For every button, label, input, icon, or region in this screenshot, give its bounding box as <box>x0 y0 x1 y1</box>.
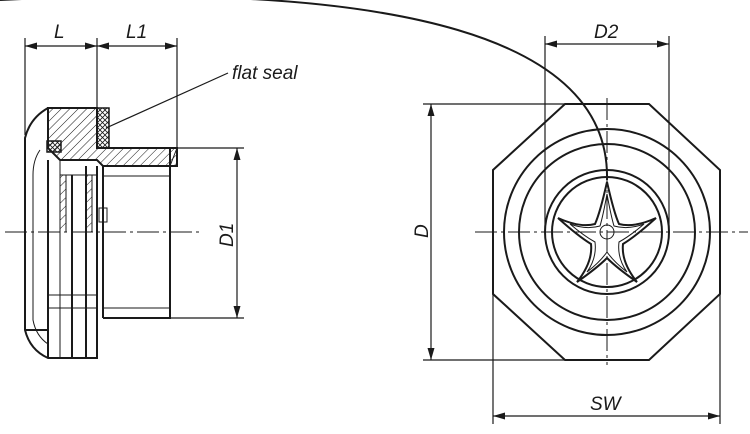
flat-seal-section <box>96 107 110 149</box>
dim-D-arrow-bottom <box>427 348 435 360</box>
dim-D-arrow-top <box>427 104 435 116</box>
dim-L-arrow-left <box>25 42 37 50</box>
dim-L1-arrow-right <box>165 42 177 50</box>
label-flat-seal: flat seal <box>232 63 298 84</box>
dim-SW-arrow-right <box>708 412 720 420</box>
label-L: L <box>54 22 65 43</box>
star-group <box>557 181 657 283</box>
flat-seal-leader <box>105 72 229 129</box>
label-D1: D1 <box>217 223 238 247</box>
dim-L1-arrow-left <box>97 42 109 50</box>
octagon-outline <box>492 103 721 361</box>
glass-hatch-2 <box>86 175 92 232</box>
dim-L-arrow-right <box>85 42 97 50</box>
dim-D2-arrow-left <box>545 40 557 48</box>
star-arm-inner <box>569 193 645 273</box>
o-ring-section <box>46 140 62 153</box>
side-view: L L1 flat seal D1 <box>5 22 298 359</box>
glass-hatch <box>60 175 66 232</box>
label-L1: L1 <box>126 22 147 43</box>
star-baffle <box>0 0 609 181</box>
dim-D1-arrow-bottom <box>233 306 241 318</box>
body-section-hatched <box>47 107 178 167</box>
middle-ring <box>518 143 696 321</box>
threaded-shank <box>103 165 171 319</box>
shank-end-chamfer <box>169 147 178 167</box>
label-D2: D2 <box>594 22 619 43</box>
dim-SW-arrow-left <box>493 412 505 420</box>
star-arm-outer <box>557 181 657 283</box>
cap-inner-curve <box>32 149 49 345</box>
outer-ring <box>503 128 711 336</box>
dim-D1-arrow-top <box>233 148 241 160</box>
dim-D2-arrow-right <box>657 40 669 48</box>
label-SW: SW <box>590 394 623 415</box>
star-center <box>599 224 615 240</box>
front-view: D2 D SW <box>0 0 748 424</box>
glass-clip <box>98 207 108 223</box>
label-D: D <box>412 224 433 238</box>
